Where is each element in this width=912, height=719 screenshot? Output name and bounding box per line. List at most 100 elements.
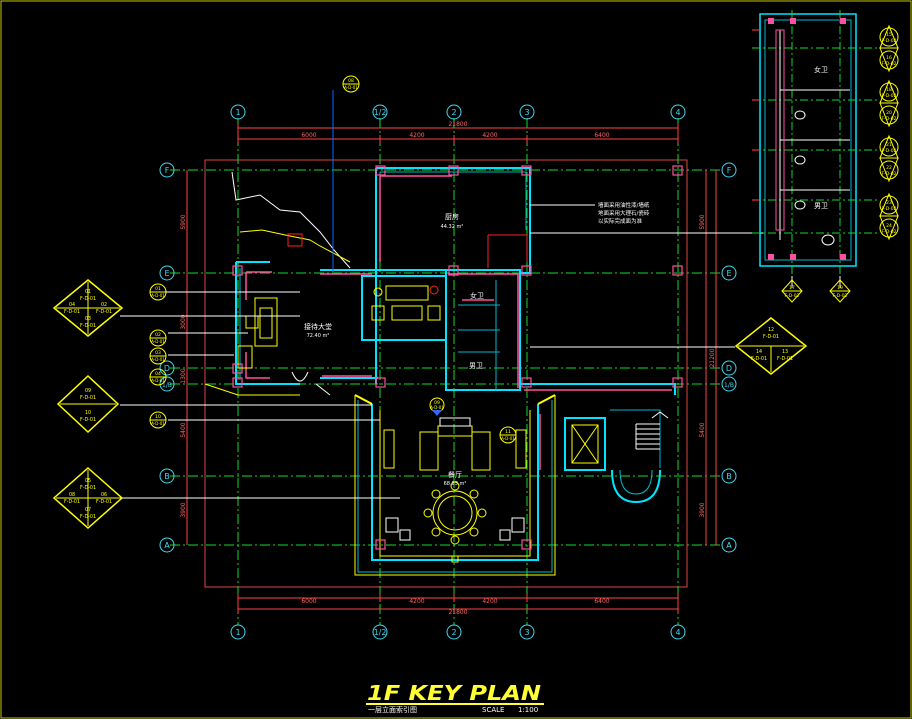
inset-r4-num: 20: [886, 110, 892, 116]
grid-label-right-4: 1/B: [724, 382, 734, 389]
diamond-c-t2: F-D-01: [80, 485, 96, 491]
grid-label-bottom-3: 2: [451, 628, 456, 637]
inset-female-wc-label: 女卫: [814, 65, 828, 74]
grid-label-left-3: D: [164, 364, 170, 373]
grid-label-left-1: F: [165, 166, 170, 175]
inset-markers-right: 15 F-D-02 16 F-D-02 18 F-D-02 20 F-D-02 …: [879, 24, 899, 241]
stair: [635, 411, 669, 450]
diamond-a-t1: 01: [85, 289, 91, 295]
dim-left-2: 3000: [180, 314, 187, 329]
marker-down: 09 A-D-01: [429, 397, 445, 416]
inset-r2-num: 16: [886, 55, 892, 61]
room-kitchen-label: 厨房: [445, 212, 459, 221]
grid-label-top-3: 2: [451, 108, 456, 117]
diamond-a-t4: F-D-01: [64, 309, 80, 315]
grid-label-top-2: 1/2: [374, 108, 387, 117]
grid-label-bottom-1: 1: [235, 628, 240, 637]
diamond-b-t2: F-D-01: [80, 395, 96, 401]
marker-left-4: 04 A-D-01: [149, 368, 167, 386]
inset-r4-ref: F-D-02: [881, 116, 896, 122]
dim-left-3: 1300: [180, 368, 187, 383]
site-outline: [204, 159, 688, 588]
grid-label-top-1: 1: [235, 108, 240, 117]
inset-r2-ref: F-D-02: [881, 61, 896, 67]
callout-leaders: [120, 204, 765, 499]
inset-b1-ref: F-D-02: [784, 293, 799, 299]
inset-r6-num: 22: [886, 165, 892, 171]
dim-top-4: 6400: [594, 132, 609, 139]
diamond-c-t8: F-D-01: [80, 514, 96, 520]
grid-label-bottom-2: 1/2: [374, 628, 387, 637]
diamond-a-t5: 02: [101, 302, 107, 308]
dim-bottom-4: 6400: [594, 598, 609, 605]
marker-mid: 11 A-D-01: [499, 426, 517, 444]
inset-r1-num: 15: [886, 32, 892, 38]
marker-left-5-ref: A-D-01: [151, 421, 165, 426]
restaurant-furniture: [383, 417, 527, 563]
diamond-a-t7: 03: [85, 316, 91, 322]
marker-left-1-ref: A-D-01: [151, 293, 165, 298]
marker-mid-ref: A-D-01: [501, 436, 515, 441]
dim-right-1: 5900: [699, 214, 706, 229]
diamond-d-t2: F-D-01: [763, 334, 779, 340]
note-line-2: 地面采用大理石/瓷砖: [598, 209, 650, 217]
toilet-inset: 女卫 男卫: [752, 10, 880, 288]
marker-left-2-ref: A-D-01: [151, 339, 165, 344]
scale-value: 1:100: [518, 706, 538, 714]
inset-b2-num: 19: [837, 285, 843, 291]
grid-label-top-4: 3: [524, 108, 529, 117]
grid-bubbles-right: [721, 162, 737, 553]
note-line-3: 以实际完成面为准: [598, 217, 643, 225]
grid-label-left-2: E: [164, 269, 169, 278]
inset-b2-ref: F-D-02: [832, 293, 847, 299]
diamond-d-t4: F-D-01: [751, 356, 767, 362]
diamond-a-t2: F-D-01: [80, 296, 96, 302]
marker-left-1: 01 A-D-01: [149, 283, 167, 301]
diamond-d-t6: F-D-01: [777, 356, 793, 362]
marker-left-3: 03 A-D-01: [149, 347, 167, 365]
grid-bubbles-left: [159, 162, 175, 553]
inset-r6-ref: F-D-02: [881, 171, 896, 177]
dim-top-2: 4200: [409, 132, 424, 139]
marker-down-num: 09: [434, 400, 440, 406]
room-restaurant-area: 68.63 m²: [444, 481, 467, 487]
index-diamond-c: 05 F-D-01 08 F-D-01 06 F-D-01 07 F-D-01: [52, 466, 124, 530]
inset-r1-ref: F-D-02: [881, 38, 896, 44]
plan-title: 1F KEY PLAN: [367, 681, 541, 705]
diamond-d-t3: 14: [756, 349, 762, 355]
dim-top-1: 6000: [301, 132, 316, 139]
elevator-cross: [571, 424, 599, 464]
marker-mid-num: 11: [505, 429, 511, 435]
marker-top-num: 08: [348, 78, 354, 84]
columns: [232, 165, 683, 550]
room-lobby-label: 接待大堂: [304, 322, 332, 331]
marker-left-1-num: 01: [155, 286, 161, 292]
grid-label-right-5: B: [726, 472, 732, 481]
inset-r5-num: 21: [886, 142, 892, 148]
landscape-sketch: [231, 171, 351, 269]
diamond-a-t3: 04: [69, 302, 75, 308]
inset-r8-ref: F-D-02: [881, 229, 896, 235]
dim-right-total: 21200: [709, 348, 716, 367]
inset-r3-num: 18: [886, 87, 892, 93]
diamond-c-t6: F-D-01: [96, 499, 112, 505]
marker-left-5: 10 A-D-01: [149, 411, 167, 429]
marker-left-2: 02 A-D-01: [149, 329, 167, 347]
diamond-a-t6: F-D-01: [96, 309, 112, 315]
diamond-a-t8: F-D-01: [80, 323, 96, 329]
walls: [204, 167, 676, 576]
diamond-c-t7: 07: [85, 507, 91, 513]
grid-label-left-4: 1/B: [162, 382, 172, 389]
diamond-c-t3: 08: [69, 492, 75, 498]
grid-label-left-5: B: [164, 472, 170, 481]
marker-down-ref: A-D-01: [430, 405, 444, 410]
grid-label-right-3: D: [726, 364, 732, 373]
scale-label: SCALE: [482, 706, 504, 714]
dim-right-3: 3900: [699, 502, 706, 517]
diamond-c-t4: F-D-01: [64, 499, 80, 505]
diamond-b-t1: 09: [85, 388, 91, 394]
inset-r8-num: 24: [886, 223, 892, 229]
marker-left-4-ref: A-D-01: [151, 378, 165, 383]
title-block: 1F KEY PLAN 一层立面索引图 SCALE 1:100: [366, 681, 544, 714]
